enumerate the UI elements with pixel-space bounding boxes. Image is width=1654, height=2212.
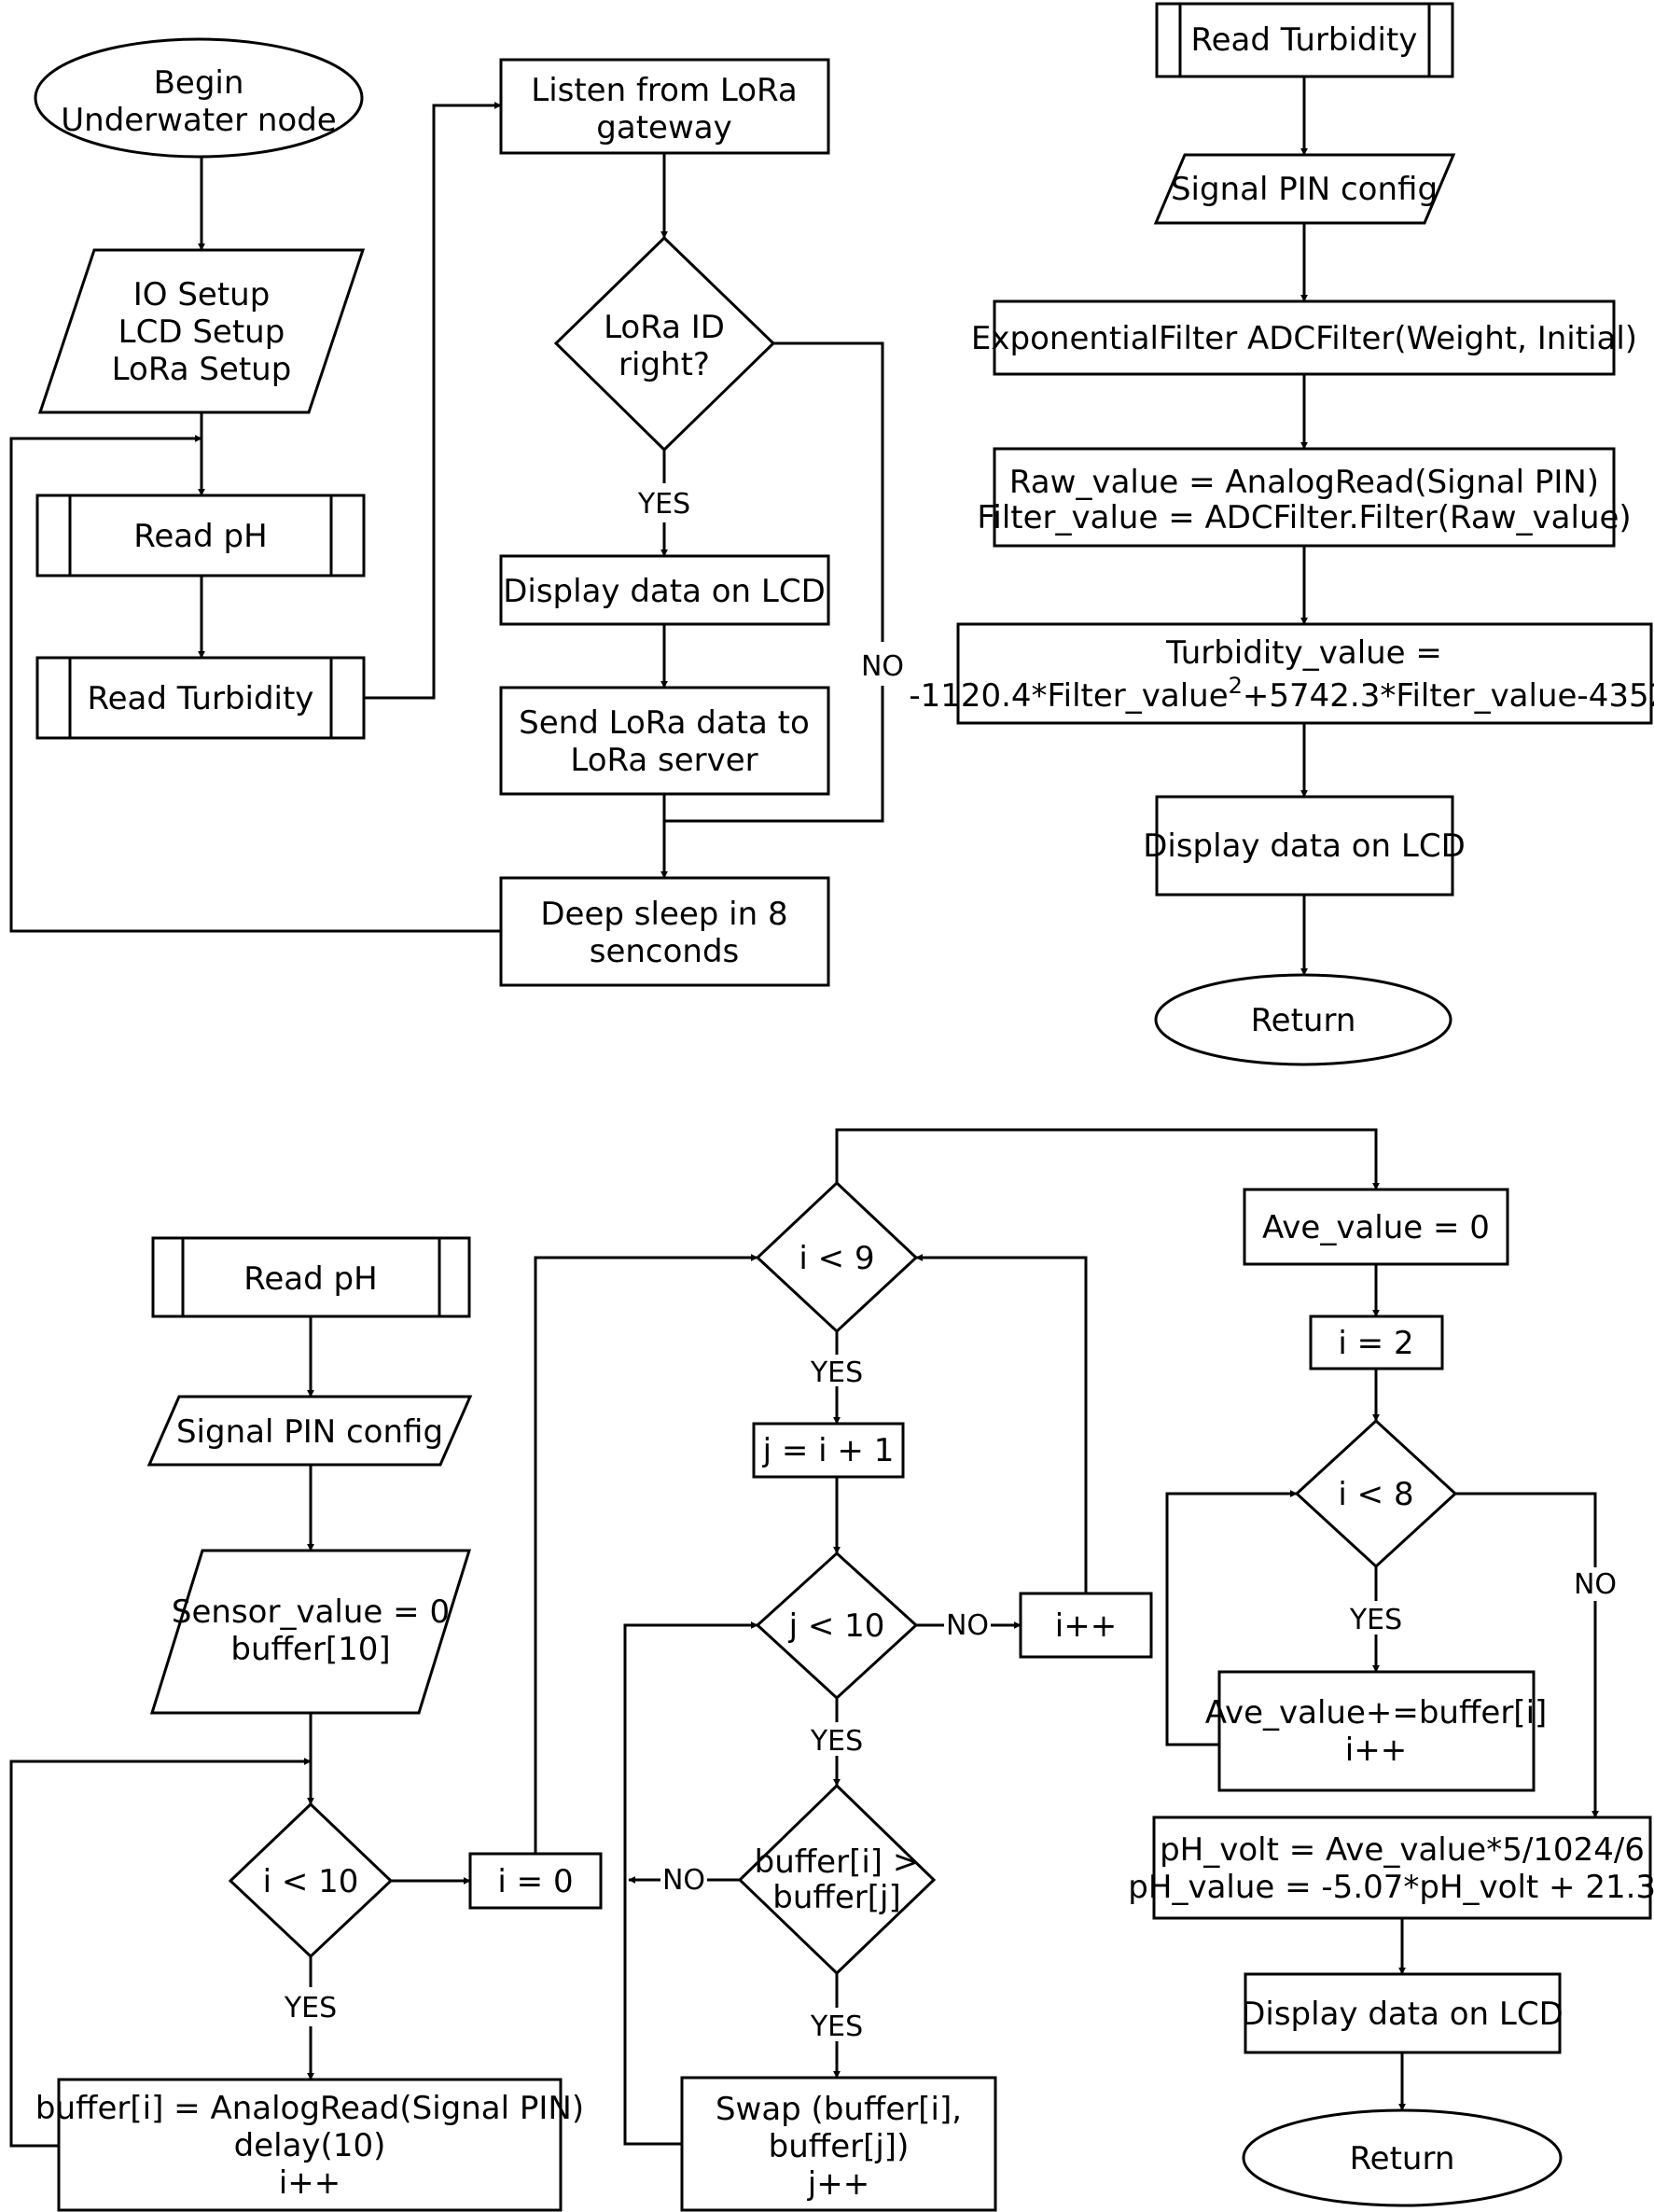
arrow-ph-i8-no-1 xyxy=(1455,1492,1597,1567)
edge-no-compare: NO xyxy=(662,1864,705,1897)
display-main-label: Display data on LCD xyxy=(503,573,826,610)
ph-swap-node xyxy=(680,2076,997,2212)
edge-yes-loraid: YES xyxy=(637,488,690,521)
turbidity-read-node xyxy=(993,447,1616,548)
begin-label-2: Underwater node xyxy=(61,102,336,139)
read-turbidity-call-label: Read Turbidity xyxy=(88,680,314,717)
ph-return-label: Return xyxy=(1350,2140,1455,2177)
begin-label-1: Begin xyxy=(154,64,244,102)
arrow-ph-i0-i9 xyxy=(534,1254,758,1854)
lora-id-label-2: right? xyxy=(619,346,710,383)
arrow-loraid-no-2 xyxy=(664,686,884,823)
ph-ave-add-label-1: Ave_value+=buffer[i] xyxy=(1205,1694,1548,1732)
setup-label-3: LoRa Setup xyxy=(112,351,292,388)
ph-flow: Read pH Signal PIN config Sensor_value =… xyxy=(9,1128,1654,2212)
ph-read-loop-label-2: delay(10) xyxy=(234,2127,386,2164)
ph-ave-add-label-2: i++ xyxy=(1345,1732,1407,1769)
ph-read-loop-label-3: i++ xyxy=(279,2164,341,2202)
read-turbidity-call-node xyxy=(35,656,366,740)
ph-pin-node xyxy=(146,1395,473,1467)
edge-yes-compare: YES xyxy=(810,2010,863,2043)
turbidity-title-node xyxy=(1155,2,1454,78)
edge-no-loraid: NO xyxy=(861,650,904,683)
turbidity-formula-label-1: Turbidity_value = xyxy=(1165,634,1442,672)
ph-cond-compare-label-1: buffer[i] > xyxy=(755,1843,920,1881)
send-label-2: LoRa server xyxy=(570,742,758,779)
ph-init-label-2: buffer[10] xyxy=(230,1631,390,1668)
ph-ave0-label: Ave_value = 0 xyxy=(1262,1209,1490,1246)
begin-node xyxy=(34,37,364,159)
setup-node xyxy=(37,248,366,414)
setup-label-1: IO Setup xyxy=(133,276,271,313)
ph-cond-i8-label: i < 8 xyxy=(1338,1476,1413,1513)
ph-swap-label-3: j++ xyxy=(807,2165,869,2203)
arrow-sleep-loop xyxy=(9,435,501,933)
turbidity-return-label: Return xyxy=(1251,1002,1356,1039)
listen-label-2: gateway xyxy=(596,109,731,146)
turbidity-read-label-1: Raw_value = AnalogRead(Signal PIN) xyxy=(1009,464,1599,501)
turbidity-filter-label: ExponentialFilter ADCFilter(Weight, Init… xyxy=(971,320,1637,357)
sleep-label-1: Deep sleep in 8 xyxy=(540,896,787,933)
sleep-label-2: senconds xyxy=(590,933,740,970)
turbidity-pin-node xyxy=(1153,153,1456,225)
turbidity-formula-part-a: -1120.4*Filter_value xyxy=(909,677,1228,715)
ph-pin-label: Signal PIN config xyxy=(176,1413,443,1451)
ph-display-label: Display data on LCD xyxy=(1241,1996,1564,2033)
ph-title-node xyxy=(151,1236,471,1318)
ph-iinc-label: i++ xyxy=(1055,1607,1117,1645)
arrow-ph-iinc-i9 xyxy=(915,1254,1088,1593)
arrow-ph-i9-no xyxy=(835,1128,1380,1190)
turbidity-display-label: Display data on LCD xyxy=(1143,828,1466,865)
ph-init-label-1: Sensor_value = 0 xyxy=(172,1593,450,1631)
arrow-ph-readloop-back xyxy=(9,1758,312,2148)
arrow-loraid-no-1 xyxy=(773,341,884,642)
ph-i0-node xyxy=(468,1852,603,1910)
ph-init-node xyxy=(149,1549,472,1715)
turbidity-formula-label-2: -1120.4*Filter_value2+5742.3*Filter_valu… xyxy=(909,673,1654,715)
ph-calc-label-2: pH_value = -5.07*pH_volt + 21.34 xyxy=(1128,1869,1654,1906)
ph-swap-label-1: Swap (buffer[i], xyxy=(716,2091,962,2128)
turbidity-flow: Read Turbidity Signal PIN config Exponen… xyxy=(909,2,1654,1066)
send-node xyxy=(499,686,830,796)
turbidity-formula-part-b: +5742.3*Filter_value-4352.9 xyxy=(1243,677,1654,715)
ph-read-loop-node xyxy=(57,2078,563,2212)
ph-swap-label-2: buffer[j]) xyxy=(769,2128,910,2165)
listen-label-1: Listen from LoRa xyxy=(531,72,798,109)
edge-yes-i10: YES xyxy=(284,1992,337,2024)
turbidity-title-label: Read Turbidity xyxy=(1191,21,1418,59)
ph-cond-i10-label: i < 10 xyxy=(263,1863,359,1900)
ph-j-label: j = i + 1 xyxy=(762,1432,895,1469)
edge-yes-i9: YES xyxy=(810,1356,863,1389)
ph-i2-label: i = 2 xyxy=(1338,1325,1413,1362)
ph-cond-i9-label: i < 9 xyxy=(799,1240,874,1277)
ph-title-label: Read pH xyxy=(243,1260,377,1298)
main-flow: Begin Underwater node IO Setup LCD Setup… xyxy=(9,37,904,987)
edge-no-i8: NO xyxy=(1574,1568,1617,1601)
arrow-ph-aveadd-back xyxy=(1165,1490,1298,1746)
arrow-readturb-listen xyxy=(364,102,502,700)
arrow-ph-swap-back xyxy=(623,1621,758,2146)
edge-yes-j10: YES xyxy=(810,1725,863,1758)
read-ph-call-node xyxy=(35,494,366,577)
edge-yes-i8: YES xyxy=(1349,1604,1402,1636)
ph-cond-j10-label: j < 10 xyxy=(788,1607,885,1645)
turbidity-formula-superscript: 2 xyxy=(1229,673,1243,699)
ph-i0-label: i = 0 xyxy=(497,1863,573,1900)
turbidity-pin-label: Signal PIN config xyxy=(1171,171,1438,208)
ph-calc-label-1: pH_volt = Ave_value*5/1024/6 xyxy=(1160,1831,1645,1869)
edge-no-j10: NO xyxy=(946,1609,989,1642)
setup-label-2: LCD Setup xyxy=(118,313,285,351)
send-label-1: Send LoRa data to xyxy=(519,704,810,742)
read-ph-call-label: Read pH xyxy=(133,518,267,555)
turbidity-filter-node xyxy=(993,299,1616,376)
lora-id-label-1: LoRa ID xyxy=(604,309,725,346)
ph-cond-compare-label-2: buffer[j] xyxy=(772,1879,900,1916)
turbidity-read-label-2: Filter_value = ADCFilter.Filter(Raw_valu… xyxy=(977,499,1631,536)
ph-read-loop-label-1: buffer[i] = AnalogRead(Signal PIN) xyxy=(35,2090,584,2127)
ph-j-node xyxy=(752,1422,905,1479)
